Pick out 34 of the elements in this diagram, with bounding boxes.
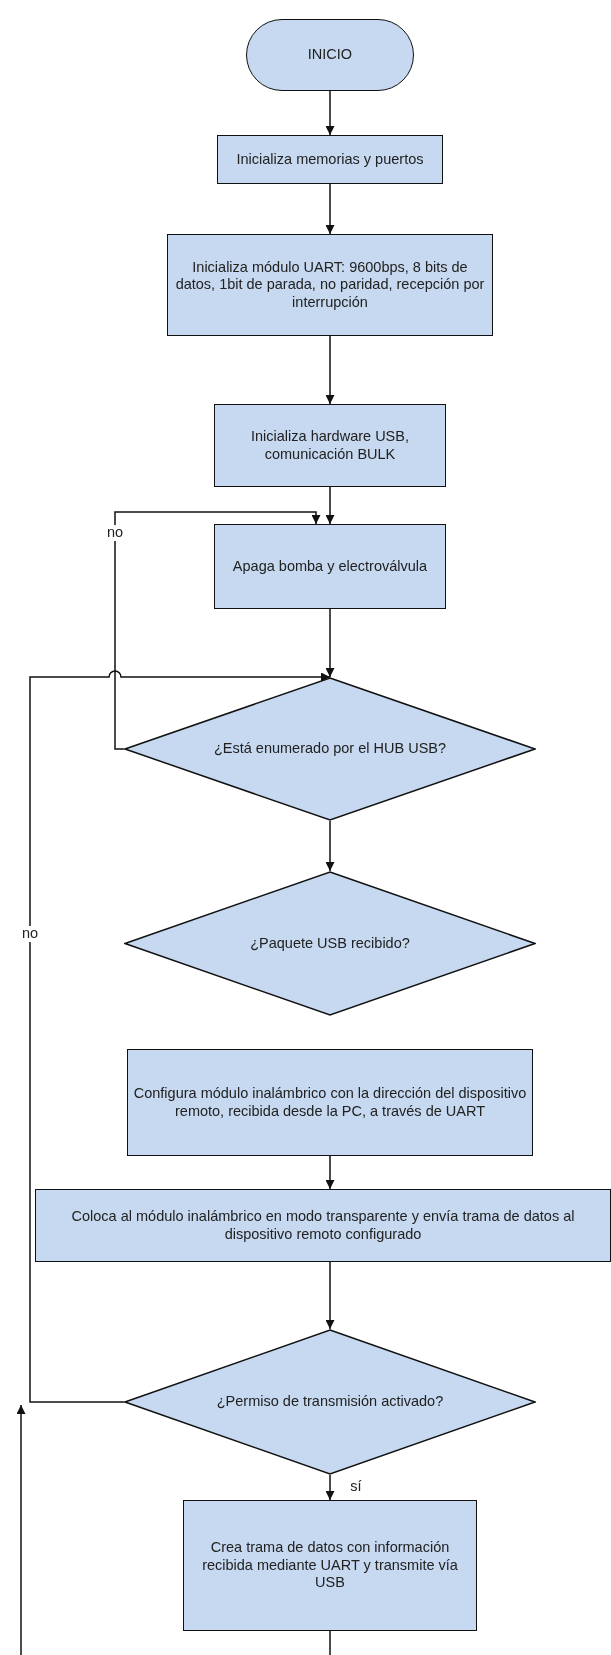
decision-diamond bbox=[124, 677, 536, 821]
node-text: ¿Está enumerado por el HUB USB? bbox=[213, 740, 447, 758]
process-box bbox=[217, 135, 443, 184]
node-text: ¿Paquete USB recibido? bbox=[250, 934, 410, 953]
arrow bbox=[325, 335, 335, 405]
node-text: Crea trama de datos con información recibida mediante UART y transmite vía USB bbox=[201, 1539, 459, 1592]
node-text: Inicializa memorias y puertos bbox=[236, 150, 424, 169]
node-text: ¿Permiso de transmisión activado? bbox=[216, 1393, 444, 1411]
arrow bbox=[325, 820, 335, 872]
arrow bbox=[325, 1155, 335, 1190]
edge-label: no bbox=[105, 525, 125, 541]
process-box bbox=[183, 1500, 477, 1631]
node-text: Apaga bomba y electroválvula bbox=[232, 557, 428, 576]
arrow bbox=[325, 1474, 335, 1501]
edge-label: no bbox=[20, 926, 40, 942]
node-text: Coloca al módulo inalámbrico en modo transparente y envía trama de datos al dispositivo remoto configurado bbox=[70, 1208, 576, 1243]
process-box bbox=[214, 404, 446, 487]
process-box bbox=[167, 234, 493, 336]
arrow bbox=[29, 670, 331, 1403]
node-text: Inicializa hardware USB, comunicación BULK bbox=[250, 428, 410, 463]
arrow bbox=[325, 486, 335, 525]
arrow bbox=[325, 183, 335, 235]
decision-diamond bbox=[124, 1329, 536, 1475]
process-box bbox=[214, 524, 446, 609]
arrow bbox=[325, 608, 335, 678]
node-text: INICIO bbox=[307, 46, 353, 64]
node-text: Inicializa módulo UART: 9600bps, 8 bits de datos, 1bit de parada, no paridad, recepción por interrupción bbox=[174, 258, 486, 312]
decision-diamond bbox=[124, 871, 536, 1016]
arrow bbox=[325, 90, 335, 136]
node-text: Configura módulo inalámbrico con la dirección del dispositivo remoto, recibida desde la PC, a través de UART bbox=[132, 1085, 528, 1120]
process-box bbox=[35, 1189, 611, 1262]
process-box bbox=[127, 1049, 533, 1156]
arrow bbox=[114, 511, 321, 750]
arrow bbox=[325, 1261, 335, 1330]
